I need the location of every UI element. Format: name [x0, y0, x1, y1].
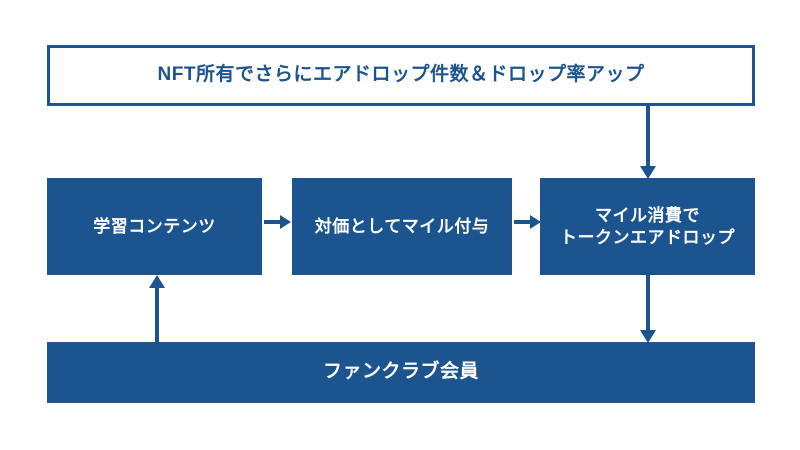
arrow-up-icon [149, 275, 165, 343]
node-nft-banner: NFT所有でさらにエアドロップ件数＆ドロップ率アップ [47, 45, 755, 106]
node-fanclub-member-label: ファンクラブ会員 [322, 361, 479, 383]
arrow-right-icon [264, 215, 291, 229]
arrow-airdrop-to-fanclub [638, 275, 658, 343]
node-token-airdrop-label-line1: マイル消費で [595, 205, 700, 225]
arrow-right-icon [514, 215, 541, 229]
node-nft-banner-label: NFT所有でさらにエアドロップ件数＆ドロップ率アップ [157, 64, 645, 86]
node-miles-reward: 対価としてマイル付与 [292, 178, 512, 275]
node-token-airdrop-text: マイル消費で トークンエアドロップ [560, 205, 735, 249]
arrow-nft-to-airdrop [638, 106, 658, 179]
node-token-airdrop-label-line2: トークンエアドロップ [560, 227, 735, 247]
node-learning-content: 学習コンテンツ [47, 178, 262, 275]
arrow-down-icon [640, 106, 656, 179]
arrow-down-icon [640, 275, 656, 343]
node-learning-content-label: 学習コンテンツ [93, 216, 216, 236]
node-token-airdrop: マイル消費で トークンエアドロップ [540, 178, 755, 275]
arrow-miles-to-airdrop [514, 212, 541, 232]
node-fanclub-member: ファンクラブ会員 [47, 342, 755, 403]
node-miles-reward-label: 対価としてマイル付与 [314, 216, 490, 236]
arrow-fanclub-to-learning [147, 275, 167, 343]
arrow-learning-to-miles [264, 212, 291, 232]
